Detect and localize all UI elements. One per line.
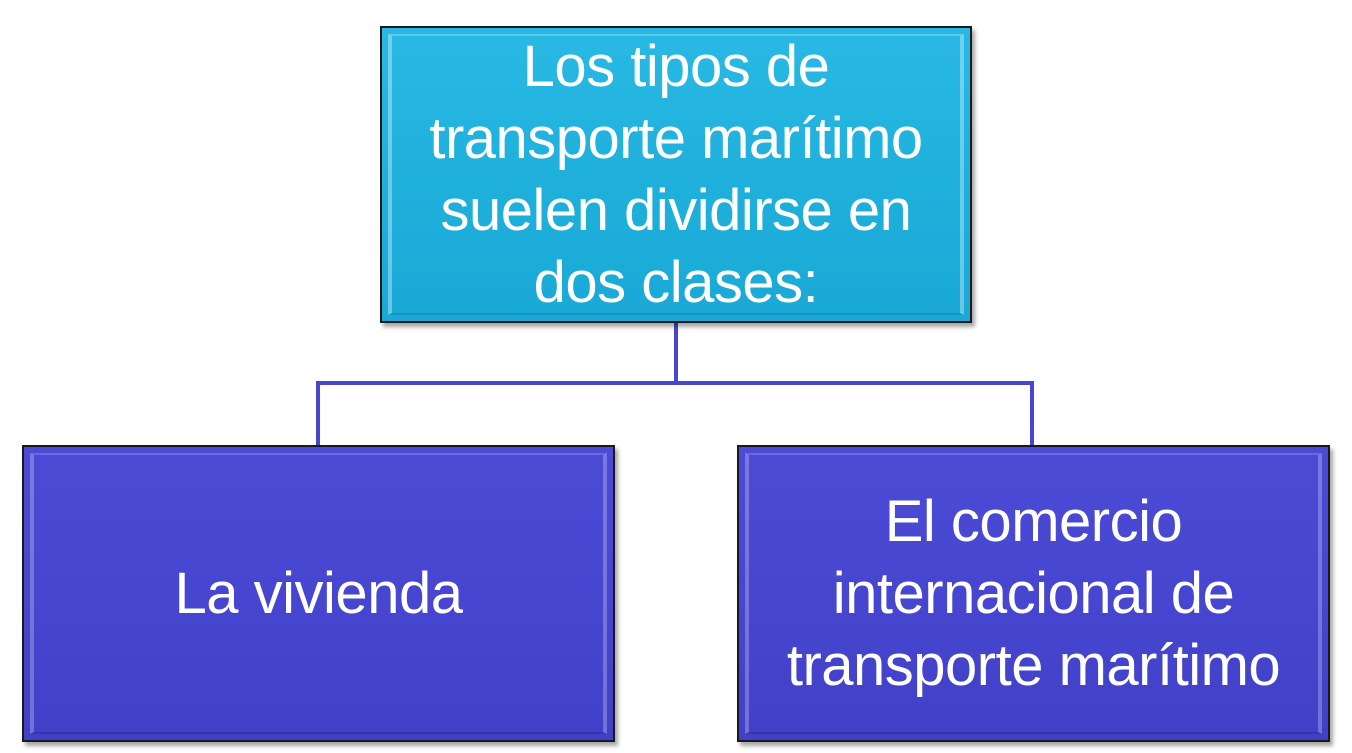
root-node-line: Los tipos de xyxy=(522,33,830,99)
child-node-line: La vivienda xyxy=(174,560,463,626)
child-node-comercio: El comercio internacional de transporte … xyxy=(737,445,1330,742)
child-node-text: El comercio internacional de transporte … xyxy=(771,486,1296,702)
root-node: Los tipos de transporte marítimo suelen … xyxy=(380,26,972,323)
child-node-vivienda: La vivienda xyxy=(22,445,615,742)
root-node-line: transporte marítimo xyxy=(429,105,923,171)
root-node-line: suelen dividirse en xyxy=(440,177,912,243)
child-node-text: La vivienda xyxy=(159,558,479,630)
child-node-line: El comercio xyxy=(884,488,1183,554)
child-node-line: internacional de xyxy=(832,560,1235,626)
root-node-line: dos clases: xyxy=(533,249,819,315)
child-node-line: transporte marítimo xyxy=(786,632,1281,698)
root-node-text: Los tipos de transporte marítimo suelen … xyxy=(419,31,932,319)
